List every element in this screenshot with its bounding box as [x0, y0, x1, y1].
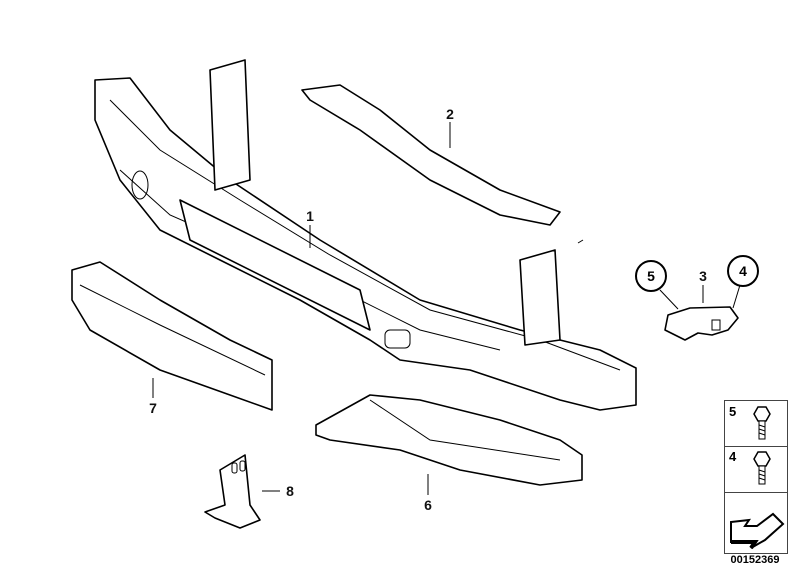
- fastener-legend: 5 4: [724, 400, 788, 554]
- part-6-lower-deflector[interactable]: [315, 394, 583, 486]
- callout-7[interactable]: 7: [149, 400, 157, 416]
- callout-5-circled[interactable]: 5: [635, 260, 667, 292]
- legend-label: 4: [729, 449, 737, 464]
- arrow-icon: [730, 512, 785, 550]
- part-1-bumper-carrier[interactable]: [94, 59, 637, 411]
- hex-screw-icon: [753, 451, 771, 485]
- document-number: 00152369: [730, 554, 780, 565]
- callout-2[interactable]: 2: [446, 106, 454, 122]
- callout-8[interactable]: 8: [286, 483, 294, 499]
- callout-4-circled[interactable]: 4: [727, 255, 759, 287]
- callout-1[interactable]: 1: [306, 208, 314, 224]
- part-2-absorber-strip[interactable]: [301, 84, 561, 226]
- callout-6[interactable]: 6: [424, 497, 432, 513]
- callout-3[interactable]: 3: [699, 268, 707, 284]
- legend-item-5[interactable]: 5: [725, 401, 787, 447]
- legend-item-arrow: [725, 492, 787, 553]
- legend-label: 5: [729, 404, 737, 419]
- legend-item-4[interactable]: 4: [725, 446, 787, 493]
- hex-screw-icon: [753, 406, 771, 440]
- part-7-absorber[interactable]: [71, 261, 273, 411]
- part-8-bracket[interactable]: [204, 454, 261, 529]
- part-3-bracket[interactable]: [664, 306, 739, 341]
